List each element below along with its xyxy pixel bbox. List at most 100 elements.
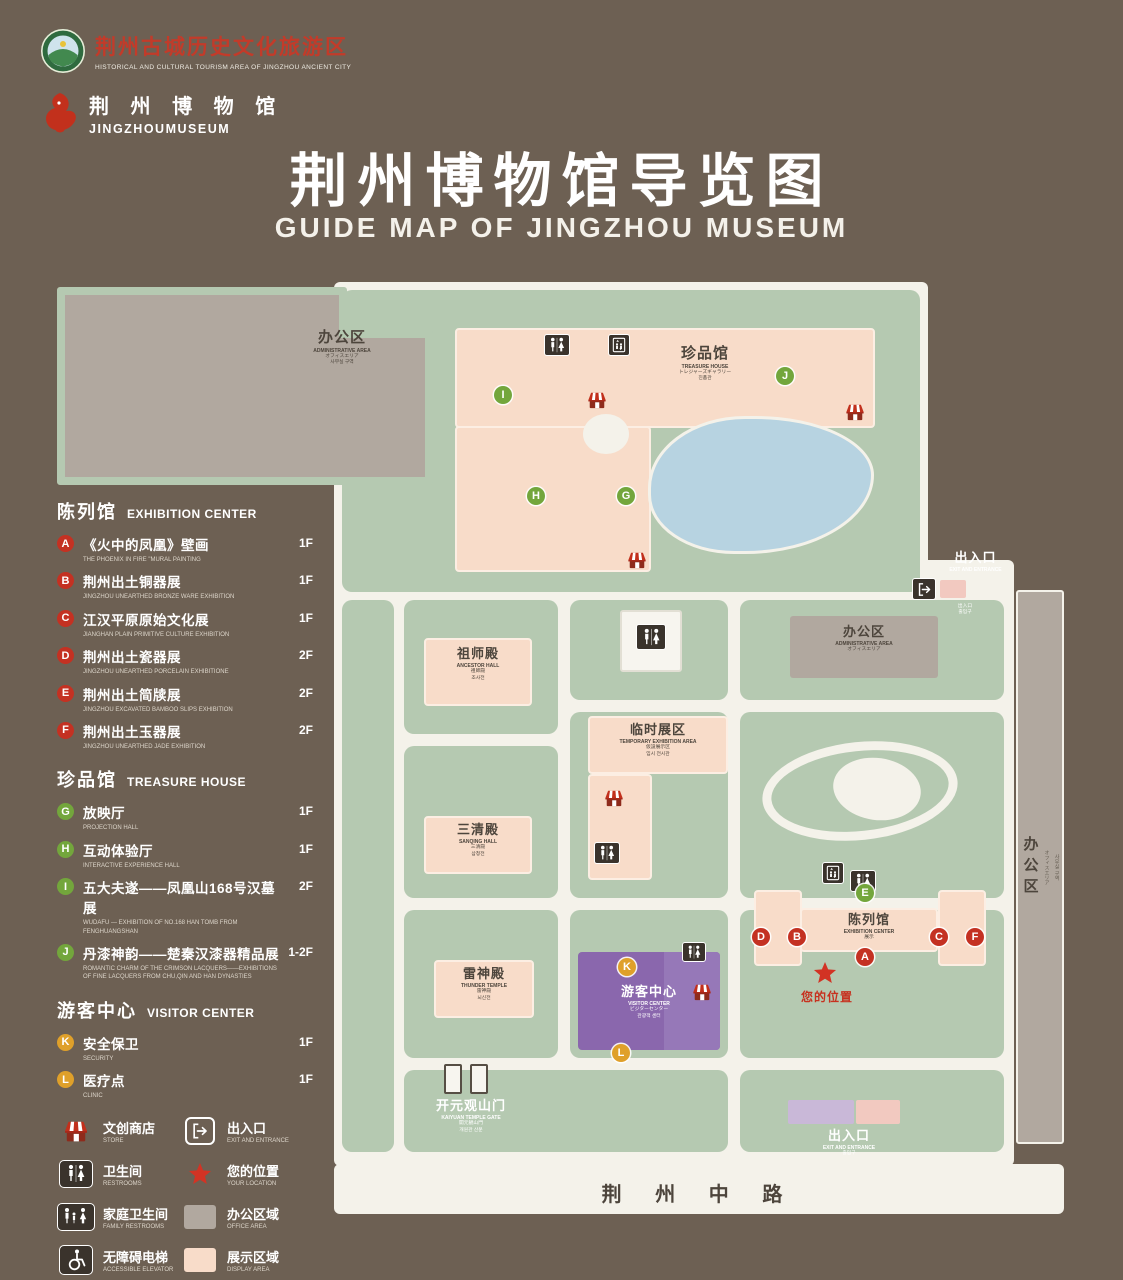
legend-exit: 出入口 EXIT AND ENTRANCE xyxy=(181,1115,335,1147)
phoenix-emblem-icon xyxy=(40,91,80,135)
visitor-center-building-east xyxy=(664,952,720,1050)
exit-bottom-label: 出入口 EXIT AND ENTRANCE 출입구 xyxy=(822,1128,876,1157)
family-restroom-icon xyxy=(57,1201,95,1233)
legend-section-exhibition: 陈列馆 EXHIBITION CENTER xyxy=(57,502,257,522)
legend-item-f: F 荆州出土玉器展 JINGZHOU UNEARTHED JADE EXHIBI… xyxy=(57,721,335,751)
tourism-area-subtitle: HISTORICAL AND CULTURAL TOURISM AREA OF … xyxy=(95,64,352,71)
visitor-center-label: 游客中心 VISITOR CENTER ビジターセンター 관광객 센터 xyxy=(620,984,677,1019)
legend-family-restroom: 家庭卫生间 FAMILY RESTROOMS xyxy=(57,1201,181,1233)
legend-item-k: K 安全保卫 SECURITY 1F xyxy=(57,1033,335,1063)
legend-section-treasure: 珍品馆 TREASURE HOUSE xyxy=(57,770,247,791)
legend-restroom: 卫生间 RESTROOMS xyxy=(57,1158,181,1190)
store-icon xyxy=(585,390,609,410)
restroom-icon xyxy=(594,842,620,864)
restroom-icon xyxy=(636,624,666,650)
your-location-star-icon xyxy=(181,1158,219,1190)
marker-l: L xyxy=(57,1071,74,1089)
legend-store: 文创商店 STORE xyxy=(57,1115,181,1147)
legend-item-d: D 荆州出土瓷器展 JINGZHOU UNEARTHED PORCELAIN E… xyxy=(57,646,335,676)
legend-item-a: A 《火中的凤凰》壁画 THE PHOENIX IN FIRE "MURAL P… xyxy=(57,534,335,564)
entrance-bottom-block xyxy=(856,1100,900,1124)
tourism-emblem-icon xyxy=(40,28,86,74)
map-marker-i: I xyxy=(494,386,512,404)
exit-right-sub: 出入口 출입구 xyxy=(957,604,973,616)
your-location-label: 您的位置 xyxy=(800,990,853,1004)
legend: 陈列馆 EXHIBITION CENTER A 《火中的凤凰》壁画 THE PH… xyxy=(57,498,335,1280)
exhibition-center-label: 陈列馆 EXHIBITION CENTER 展示 xyxy=(843,912,895,941)
elevator-icon xyxy=(608,334,630,356)
marker-j: J xyxy=(57,943,74,961)
restroom-icon xyxy=(544,334,570,356)
legend-accessible-elevator: 无障碍电梯 ACCESSIBLE ELEVATOR xyxy=(57,1244,181,1276)
tourism-area-logo: 荆州古城历史文化旅游区 HISTORICAL AND CULTURAL TOUR… xyxy=(40,28,351,74)
legend-item-i: I 五大夫遂——凤凰山168号汉墓展 WUDAFU — EXHIBITION O… xyxy=(57,877,335,936)
admin-topleft-label: 办公区 ADMINISTRATIVE AREA オフィスエリア 사무실 구역 xyxy=(313,329,371,366)
gate-label: 开元观山门 KAIYUAN TEMPLE GATE 開元観山門 개원관 산문 xyxy=(435,1098,506,1133)
zone-west-band xyxy=(342,600,394,1152)
treasure-house-label: 珍品馆 TREASURE HOUSE トレジャーズギャラリー 진품관 xyxy=(678,345,732,382)
map-marker-h: H xyxy=(527,487,545,505)
exit-bottom-block xyxy=(788,1100,854,1124)
map-marker-j: J xyxy=(776,367,794,385)
restroom-icon xyxy=(682,942,706,962)
legend-item-g: G 放映厅 PROJECTION HALL 1F xyxy=(57,802,335,832)
legend-symbols: 文创商店 STORE 出入口 EXIT AND ENTRANCE 卫生间 RES… xyxy=(57,1115,335,1280)
marker-c: C xyxy=(57,609,74,627)
marker-h: H xyxy=(57,840,74,858)
exit-icon xyxy=(181,1115,219,1147)
office-area-swatch xyxy=(181,1201,219,1233)
admin-strip-label: 办公区 オフィスエリア 사무실 구역 xyxy=(1021,835,1060,899)
map-marker-a: A xyxy=(856,948,874,966)
marker-e: E xyxy=(57,684,74,702)
temporary-exhibition-north xyxy=(588,716,728,774)
map-marker-g: G xyxy=(617,487,635,505)
legend-item-e: E 荆州出土简牍展 JINGZHOU EXCAVATED BAMBOO SLIP… xyxy=(57,684,335,714)
ancestor-hall-label: 祖师殿 ANCESTOR HALL 祖師殿 조사전 xyxy=(456,646,500,681)
courtyard-white xyxy=(583,414,629,454)
exhibition-center-bar xyxy=(800,908,938,952)
exit-right-label: 出入口 EXIT AND ENTRANCE xyxy=(949,550,1002,573)
admin-building-right xyxy=(790,616,938,678)
legend-office-area: 办公区域 OFFICE AREA xyxy=(181,1201,335,1233)
store-icon xyxy=(602,788,626,808)
legend-section-visitor: 游客中心 VISITOR CENTER xyxy=(57,1000,255,1021)
admin-building-topleft-wing xyxy=(339,330,433,485)
display-area-swatch xyxy=(181,1244,219,1276)
admin-right-label: 办公区 ADMINISTRATIVE AREA オフィスエリア xyxy=(835,624,893,653)
store-icon xyxy=(57,1115,95,1147)
marker-a: A xyxy=(57,535,74,552)
tourism-area-title: 荆州古城历史文化旅游区 xyxy=(95,36,348,59)
marker-f: F xyxy=(57,721,74,739)
museum-title: 荆 州 博 物 馆 xyxy=(89,96,284,118)
page-subtitle: GUIDE MAP OF JINGZHOU MUSEUM xyxy=(274,212,849,243)
store-icon xyxy=(625,550,649,570)
road-name: 荆 州 中 路 xyxy=(601,1184,797,1206)
elevator-icon xyxy=(822,862,844,884)
marker-d: D xyxy=(57,647,74,665)
temporary-exhibition-label: 临时展区 TEMPORARY EXHIBITION AREA 仮設展示区 임시 … xyxy=(619,722,697,757)
gate-pillar-icon xyxy=(444,1064,462,1094)
legend-location: 您的位置 YOUR LOCATION xyxy=(181,1158,335,1190)
legend-item-h: H 互动体验厅 INTERACTIVE EXPERIENCE HALL 1F xyxy=(57,840,335,870)
pond xyxy=(648,416,874,554)
map-marker-f: F xyxy=(966,928,984,946)
legend-display-area: 展示区域 DISPLAY AREA xyxy=(181,1244,335,1276)
store-icon xyxy=(690,982,714,1002)
marker-g: G xyxy=(57,803,74,821)
legend-item-c: C 江汉平原原始文化展 JIANGHAN PLAIN PRIMITIVE CUL… xyxy=(57,609,335,639)
accessible-elevator-icon xyxy=(57,1244,95,1276)
sanqing-hall-label: 三清殿 SANQING HALL 三清殿 삼청전 xyxy=(456,822,499,857)
exit-icon xyxy=(912,578,936,600)
map-marker-k: K xyxy=(618,958,636,976)
map-marker-b: B xyxy=(788,928,806,946)
sanqing-hall xyxy=(424,816,532,874)
page-title: 荆州博物馆导览图 xyxy=(289,149,834,214)
admin-building-topleft xyxy=(57,287,347,485)
gate-pillar-icon xyxy=(470,1064,488,1094)
map-marker-c: C xyxy=(930,928,948,946)
thunder-temple xyxy=(434,960,534,1018)
marker-k: K xyxy=(57,1033,74,1051)
legend-item-j: J 丹漆神韵——楚秦汉漆器精品展 ROMANTIC CHARM OF THE C… xyxy=(57,943,335,982)
museum-subtitle: JINGZHOUMUSEUM xyxy=(89,122,231,136)
